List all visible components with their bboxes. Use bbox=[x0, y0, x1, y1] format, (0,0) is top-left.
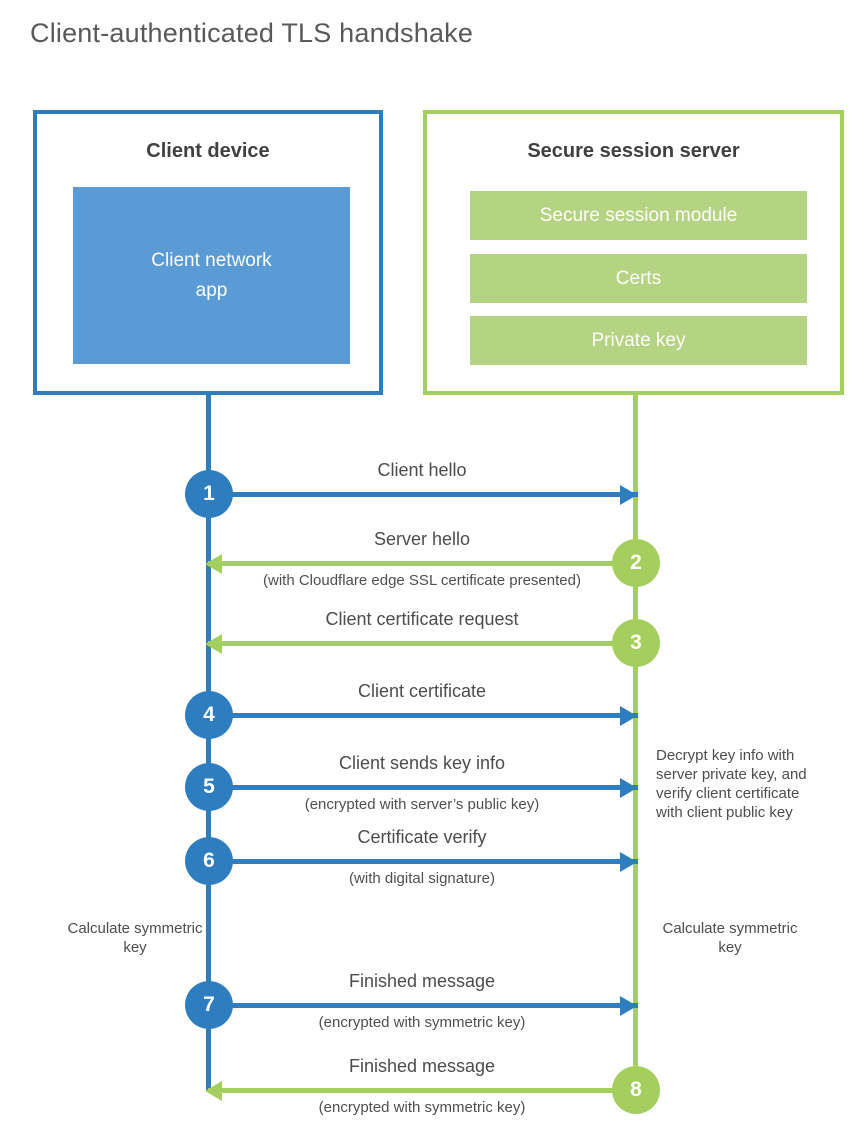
step-number: 1 bbox=[203, 482, 215, 505]
client-device-title: Client device bbox=[146, 140, 270, 162]
step-line bbox=[208, 561, 638, 566]
server-lifeline bbox=[633, 395, 638, 1091]
step-circle-8: 8 bbox=[612, 1066, 660, 1114]
message-label: Finished message bbox=[348, 1056, 496, 1076]
client-device-box: Client device Client network app bbox=[33, 110, 383, 395]
step-line bbox=[208, 1003, 638, 1008]
message-sublabel: (encrypted with symmetric key) bbox=[318, 1014, 526, 1031]
arrow-head-right-icon bbox=[620, 778, 637, 798]
client-lifeline bbox=[206, 395, 211, 1091]
server-module-private-key: Private key bbox=[470, 316, 807, 365]
server-module-secure-session: Secure session module bbox=[470, 191, 807, 240]
arrow-head-right-icon bbox=[620, 996, 637, 1016]
message-sublabel: (encrypted with server’s public key) bbox=[304, 796, 540, 813]
arrow-head-right-icon bbox=[620, 852, 637, 872]
message-label: Client certificate request bbox=[325, 609, 519, 629]
message-label: Finished message bbox=[348, 971, 496, 991]
step-number: 3 bbox=[630, 631, 642, 654]
server-box: Secure session server Secure session mod… bbox=[423, 110, 844, 395]
step-number: 7 bbox=[203, 993, 215, 1016]
arrow-head-right-icon bbox=[620, 706, 637, 726]
step-circle-6: 6 bbox=[185, 837, 233, 885]
step-circle-3: 3 bbox=[612, 619, 660, 667]
arrow-head-left-icon bbox=[205, 1081, 222, 1101]
message-label: Client certificate bbox=[357, 681, 487, 701]
step-number: 5 bbox=[203, 775, 215, 798]
step-circle-5: 5 bbox=[185, 763, 233, 811]
arrow-head-left-icon bbox=[205, 554, 222, 574]
message-label: Certificate verify bbox=[357, 827, 487, 847]
client-network-app-module: Client network app bbox=[73, 187, 350, 364]
step-circle-7: 7 bbox=[185, 981, 233, 1029]
step-circle-2: 2 bbox=[612, 539, 660, 587]
step-line bbox=[208, 785, 638, 790]
server-title: Secure session server bbox=[527, 140, 740, 162]
message-sublabel: (encrypted with symmetric key) bbox=[318, 1099, 526, 1116]
message-sublabel: (with digital signature) bbox=[349, 870, 495, 887]
step-circle-1: 1 bbox=[185, 470, 233, 518]
arrow-head-left-icon bbox=[205, 634, 222, 654]
step-number: 8 bbox=[630, 1078, 642, 1101]
diagram-title: Client-authenticated TLS handshake bbox=[30, 18, 474, 48]
message-sublabel: (with Cloudflare edge SSL certificate pr… bbox=[263, 572, 581, 589]
step-line bbox=[208, 1088, 638, 1093]
step-line bbox=[208, 713, 638, 718]
server-module-certs: Certs bbox=[470, 254, 807, 303]
note-calculate-symmetric-key-client: Calculate symmetric key bbox=[67, 920, 203, 956]
message-label: Client sends key info bbox=[338, 753, 506, 773]
step-line bbox=[208, 641, 638, 646]
step-number: 2 bbox=[630, 551, 642, 574]
step-line bbox=[208, 492, 638, 497]
note-decrypt-key-info: Decrypt key info with server private key… bbox=[656, 747, 807, 821]
step-line bbox=[208, 859, 638, 864]
message-label: Server hello bbox=[373, 529, 471, 549]
step-circle-4: 4 bbox=[185, 691, 233, 739]
message-label: Client hello bbox=[377, 460, 467, 480]
step-number: 6 bbox=[203, 849, 215, 872]
step-number: 4 bbox=[203, 703, 215, 726]
note-calculate-symmetric-key-server: Calculate symmetric key bbox=[662, 920, 798, 956]
arrow-head-right-icon bbox=[620, 485, 637, 505]
